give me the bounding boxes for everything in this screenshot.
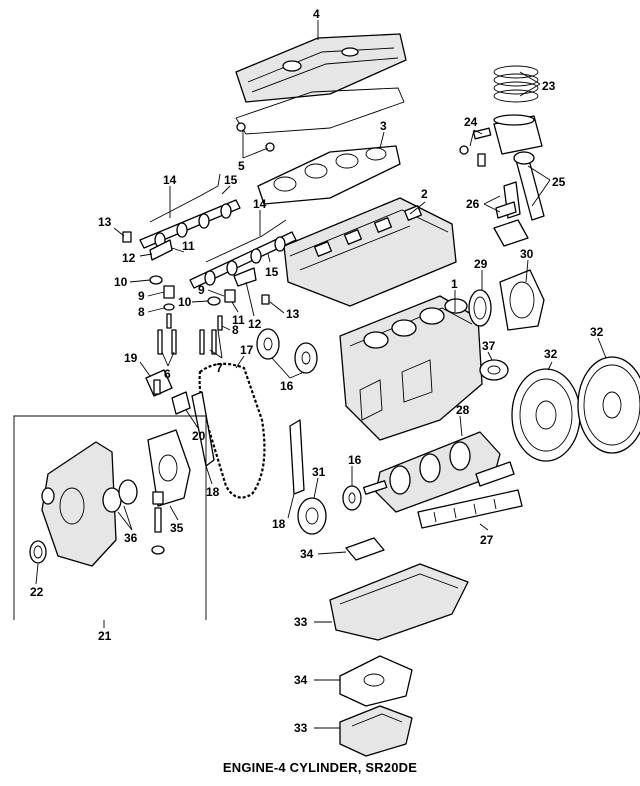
callout-9: 9 bbox=[198, 283, 205, 297]
tensioner-gasket bbox=[171, 391, 191, 415]
callout-22: 22 bbox=[30, 585, 44, 599]
crankshaft-pulley bbox=[297, 497, 327, 535]
crankshaft bbox=[362, 431, 501, 513]
lower-oil-pan bbox=[339, 705, 413, 757]
callout-21: 21 bbox=[98, 629, 112, 643]
upper-oil-pan bbox=[329, 563, 469, 641]
callout-1: 1 bbox=[451, 277, 458, 291]
callout-36: 36 bbox=[124, 531, 138, 545]
callouts: 4 23 24 5 3 25 26 14 15 2 13 12 11 14 15… bbox=[30, 7, 604, 735]
callout-3: 3 bbox=[380, 119, 387, 133]
callout-18: 18 bbox=[272, 517, 286, 531]
oil-pump-gears bbox=[102, 479, 138, 513]
callout-31: 31 bbox=[312, 465, 326, 479]
rear-main-seal bbox=[468, 289, 492, 327]
callout-24: 24 bbox=[464, 115, 478, 129]
callout-28: 28 bbox=[456, 403, 470, 417]
head-gasket bbox=[257, 145, 401, 205]
spacer-plate bbox=[479, 359, 509, 381]
callout-34: 34 bbox=[300, 547, 314, 561]
front-cover-group-box bbox=[13, 415, 207, 620]
callout-17: 17 bbox=[240, 343, 254, 357]
drive-plate bbox=[511, 368, 581, 462]
callout-29: 29 bbox=[474, 257, 488, 271]
piston-assembly bbox=[459, 114, 543, 167]
cover-bolt bbox=[236, 122, 246, 132]
callout-13: 13 bbox=[98, 215, 112, 229]
cylinder-head bbox=[283, 197, 457, 307]
intake-camshaft bbox=[139, 173, 241, 249]
valve-cover-gasket bbox=[235, 87, 405, 135]
relief-valve bbox=[151, 491, 165, 555]
callout-20: 20 bbox=[192, 429, 206, 443]
chain-tensioner bbox=[145, 369, 173, 397]
callout-30: 30 bbox=[520, 247, 534, 261]
callout-9: 9 bbox=[138, 289, 145, 303]
callout-4: 4 bbox=[313, 7, 320, 21]
crankshaft-sprocket bbox=[342, 485, 362, 511]
callout-15: 15 bbox=[265, 265, 279, 279]
flywheel bbox=[577, 356, 640, 454]
piston-rings bbox=[493, 65, 539, 103]
timing-cover bbox=[41, 441, 117, 567]
cylinder-block bbox=[339, 295, 483, 441]
valve-train-parts-right bbox=[199, 267, 270, 355]
front-crank-seal bbox=[29, 540, 47, 564]
callout-8: 8 bbox=[232, 323, 239, 337]
exhaust-camshaft bbox=[189, 219, 297, 289]
callout-10: 10 bbox=[178, 295, 192, 309]
callout-35: 35 bbox=[170, 521, 184, 535]
camshaft-sprocket bbox=[256, 328, 318, 374]
callout-5: 5 bbox=[238, 159, 245, 173]
callout-23: 23 bbox=[542, 79, 556, 93]
connecting-rods bbox=[493, 151, 545, 247]
callout-15: 15 bbox=[224, 173, 238, 187]
valve-train-parts-left bbox=[122, 231, 177, 355]
callout-27: 27 bbox=[480, 533, 494, 547]
oil-pan-gasket bbox=[339, 655, 413, 707]
diagram-caption: ENGINE-4 CYLINDER, SR20DE bbox=[222, 760, 418, 775]
callout-14: 14 bbox=[163, 173, 177, 187]
callout-2: 2 bbox=[421, 187, 428, 201]
callout-32: 32 bbox=[544, 347, 558, 361]
callout-11: 11 bbox=[232, 313, 245, 327]
callout-18: 18 bbox=[206, 485, 220, 499]
callout-12: 12 bbox=[122, 251, 136, 265]
callout-34: 34 bbox=[294, 673, 308, 687]
callout-37: 37 bbox=[482, 339, 496, 353]
callout-33: 33 bbox=[294, 721, 308, 735]
callout-19: 19 bbox=[124, 351, 138, 365]
callout-7: 7 bbox=[216, 361, 223, 375]
oil-baffle bbox=[345, 537, 385, 561]
callout-12: 12 bbox=[248, 317, 262, 331]
callout-13: 13 bbox=[286, 307, 300, 321]
callout-33: 33 bbox=[294, 615, 308, 629]
callout-11: 11 bbox=[182, 239, 195, 253]
chain-guide bbox=[289, 419, 305, 495]
callout-6: 6 bbox=[164, 367, 171, 381]
chain-guide bbox=[191, 391, 215, 467]
callout-14: 14 bbox=[253, 197, 267, 211]
callout-26: 26 bbox=[466, 197, 480, 211]
callout-8: 8 bbox=[138, 305, 145, 319]
callout-16: 16 bbox=[348, 453, 362, 467]
callout-25: 25 bbox=[552, 175, 566, 189]
seal-retainer bbox=[499, 269, 545, 331]
callout-10: 10 bbox=[114, 275, 128, 289]
cover-bolt bbox=[265, 142, 275, 152]
callout-32: 32 bbox=[590, 325, 604, 339]
main-bearings bbox=[417, 461, 523, 529]
callout-16: 16 bbox=[280, 379, 294, 393]
leader-lines bbox=[35, 20, 607, 729]
